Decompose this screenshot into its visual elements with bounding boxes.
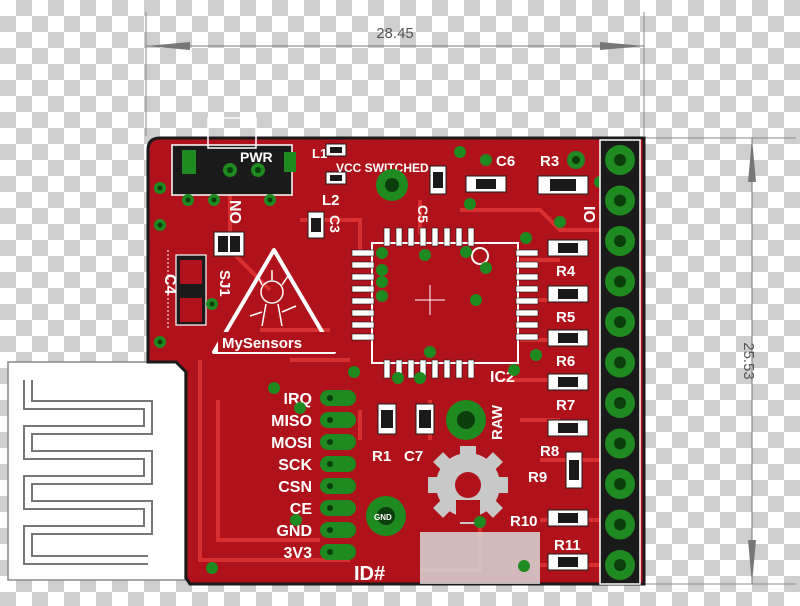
radio-pin-label: GND xyxy=(276,523,312,540)
l2-label: L2 xyxy=(322,192,340,209)
header-pin xyxy=(605,509,635,540)
header-pin xyxy=(605,469,635,499)
r5-label: R5 xyxy=(556,309,575,326)
radio-pad xyxy=(320,478,356,494)
header-pin xyxy=(605,388,635,418)
raw-label: RAW xyxy=(489,404,506,440)
c7-label: C7 xyxy=(404,448,423,465)
r6-label: R6 xyxy=(556,353,575,370)
radio-pin-label: CSN xyxy=(278,479,312,496)
ic2-label: IC2 xyxy=(490,369,515,386)
radio-pad xyxy=(320,456,356,472)
radio-pad xyxy=(320,544,356,560)
radio-pad xyxy=(320,390,356,406)
gnd-pad-label: GND xyxy=(374,513,392,522)
c4-label: C4 xyxy=(161,274,178,295)
r9-label: R9 xyxy=(528,469,547,486)
header-pin xyxy=(605,226,635,256)
r7-label: R7 xyxy=(556,397,575,414)
r10-label: R10 xyxy=(510,513,538,530)
io-header xyxy=(599,139,641,585)
height-dimension-label: 25.53 xyxy=(740,342,757,380)
id-box xyxy=(420,532,540,584)
dimension-width: 28.45 xyxy=(145,12,645,136)
r1-label: R1 xyxy=(372,448,391,465)
antenna-outline xyxy=(7,361,186,581)
dimension-height: 25.53 xyxy=(644,137,796,585)
mysensors-logo: MySensors xyxy=(212,248,338,354)
radio-pin-label: 3V3 xyxy=(284,545,313,562)
power-switch: PWR xyxy=(171,117,296,196)
ic-vias xyxy=(268,146,606,394)
r3-label: R3 xyxy=(540,153,559,170)
c3-label: C3 xyxy=(327,215,343,233)
header-pin xyxy=(605,550,635,580)
radio-pin-label: SCK xyxy=(278,457,312,474)
sj1-label: SJ1 xyxy=(216,270,233,297)
c5-label: C5 xyxy=(415,205,431,223)
header-pin xyxy=(605,347,635,378)
radio-pin-label: MOSI xyxy=(271,435,312,452)
antenna-trace-inner xyxy=(25,380,151,563)
radio-pad xyxy=(320,522,356,538)
io-label: IO xyxy=(580,206,597,223)
c6-label: C6 xyxy=(496,153,515,170)
radio-pin-label: CE xyxy=(290,501,313,518)
header-pin xyxy=(605,185,635,216)
resistor-array xyxy=(547,239,589,571)
open-hardware-gear-icon xyxy=(428,446,508,524)
header-pin xyxy=(605,428,635,459)
header-pin xyxy=(605,307,635,337)
header-pin xyxy=(605,145,635,175)
vcc-switched-label: VCC SWITCHED xyxy=(336,161,429,175)
r8-label: R8 xyxy=(540,443,559,460)
radio-pin-label: MISO xyxy=(271,413,312,430)
radio-pad xyxy=(320,500,356,516)
r4-label: R4 xyxy=(556,263,576,280)
no-label: NO xyxy=(226,200,243,224)
radio-pad xyxy=(320,412,356,428)
r11-label: R11 xyxy=(554,537,581,554)
bottom-vias xyxy=(206,402,530,574)
width-dimension-label: 28.45 xyxy=(376,25,414,42)
pwr-label: PWR xyxy=(240,149,273,165)
ic2-chip: IC2 xyxy=(351,227,539,386)
l1-label: L1 xyxy=(312,146,327,161)
radio-pad xyxy=(320,434,356,450)
mysensors-label: MySensors xyxy=(222,335,302,352)
header-pin xyxy=(605,266,635,297)
id-label: ID# xyxy=(354,563,385,585)
radio-pin-label: IRQ xyxy=(284,391,312,408)
radio-header xyxy=(320,390,356,560)
